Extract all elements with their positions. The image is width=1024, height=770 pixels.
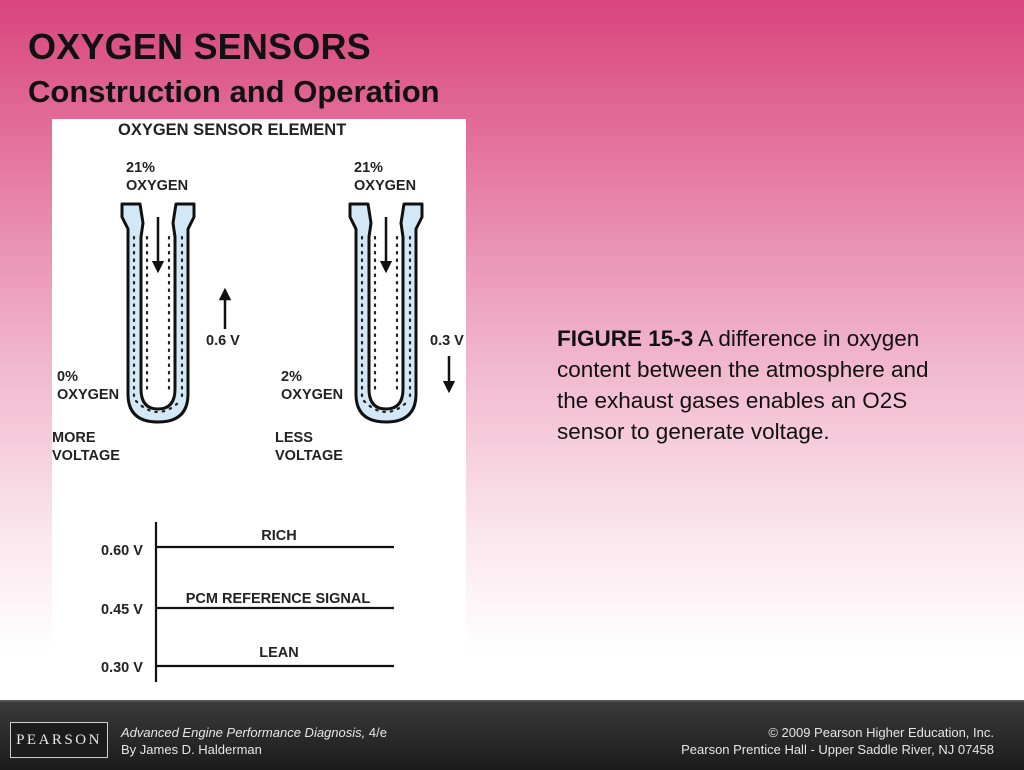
right-bottom-gas: OXYGEN: [281, 387, 343, 403]
caption-text: A difference in oxygen content between t…: [557, 326, 929, 444]
right-top-percent: 21%: [354, 160, 383, 176]
right-result-line1: LESS: [275, 430, 313, 446]
left-top-gas: OXYGEN: [126, 178, 188, 194]
left-voltage: 0.6 V: [206, 333, 240, 349]
left-result-line2: VOLTAGE: [52, 448, 120, 464]
footer-bar: PEARSON Advanced Engine Performance Diag…: [0, 700, 1024, 770]
left-bottom-percent: 0%: [57, 369, 78, 385]
right-sensor: [348, 202, 456, 424]
right-sensor-element: [348, 202, 424, 424]
copyright-text: © 2009 Pearson Higher Education, Inc.: [768, 725, 994, 740]
footer-book-info: Advanced Engine Performance Diagnosis, 4…: [121, 724, 387, 758]
scale-label-reference: PCM REFERENCE SIGNAL: [186, 591, 371, 607]
book-title: Advanced Engine Performance Diagnosis,: [121, 725, 366, 740]
scale-voltage-high: 0.60 V: [101, 543, 143, 559]
left-bottom-gas: OXYGEN: [57, 387, 119, 403]
right-result-line2: VOLTAGE: [275, 448, 343, 464]
right-voltage: 0.3 V: [430, 333, 464, 349]
oxygen-sensor-figure: OXYGEN SENSOR ELEMENT 21% OXYGEN 0.6 V 0…: [52, 119, 466, 697]
book-author: By James D. Halderman: [121, 742, 262, 757]
scale-voltage-mid: 0.45 V: [101, 602, 143, 618]
left-top-percent: 21%: [126, 160, 155, 176]
scale-voltage-low: 0.30 V: [101, 660, 143, 676]
book-edition: 4/e: [365, 725, 387, 740]
figure-number: FIGURE 15-3: [557, 326, 694, 351]
scale-label-lean: LEAN: [259, 645, 298, 661]
left-sensor: 21% OXYGEN 0.6 V 0% OXYGEN MORE VOLTAGE: [52, 160, 240, 464]
footer-copyright: © 2009 Pearson Higher Education, Inc. Pe…: [681, 724, 994, 758]
voltage-scale: 0.60 V 0.45 V 0.30 V RICH PCM REFERENCE …: [101, 522, 394, 682]
figure-caption: FIGURE 15-3 A difference in oxygen conte…: [557, 323, 947, 447]
figure-heading: OXYGEN SENSOR ELEMENT: [118, 121, 346, 139]
left-sensor-element: [120, 202, 196, 424]
slide-title: OXYGEN SENSORS: [28, 26, 371, 67]
left-result-line1: MORE: [52, 430, 96, 446]
publisher-text: Pearson Prentice Hall - Upper Saddle Riv…: [681, 742, 994, 757]
scale-label-rich: RICH: [261, 528, 296, 544]
right-bottom-percent: 2%: [281, 369, 302, 385]
slide-subtitle: Construction and Operation: [28, 74, 440, 109]
pearson-logo: PEARSON: [10, 722, 108, 758]
sensor-diagram: OXYGEN SENSOR ELEMENT 21% OXYGEN 0.6 V 0…: [52, 121, 464, 682]
right-top-gas: OXYGEN: [354, 178, 416, 194]
